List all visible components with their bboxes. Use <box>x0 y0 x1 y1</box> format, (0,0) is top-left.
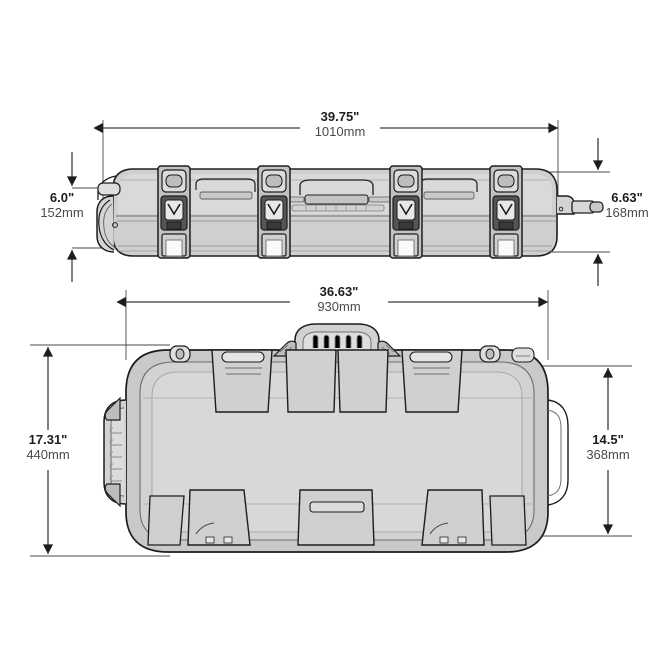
top-side-handle <box>103 396 127 508</box>
dim-top-height-left-mm: 440mm <box>26 447 69 462</box>
dim-side-height-right: 6.63" 168mm <box>592 138 649 286</box>
side-left-accessory <box>195 178 478 200</box>
side-latch-group <box>157 165 523 259</box>
dim-side-length-inches: 39.75" <box>321 109 360 124</box>
padlock-eyelet <box>511 347 535 363</box>
top-hinge <box>297 489 375 546</box>
padlock-eyelet <box>479 345 501 363</box>
dim-side-length-mm: 1010mm <box>315 124 366 139</box>
side-telescoping-handle <box>557 195 604 215</box>
side-wheel-assembly <box>96 175 121 253</box>
dim-side-length: 39.75" 1010mm <box>93 109 558 139</box>
top-latch-group <box>169 345 535 413</box>
top-hinge <box>489 495 527 546</box>
dim-top-height-right: 14.5" 368mm <box>586 368 630 534</box>
dim-side-height-right-inches: 6.63" <box>611 190 642 205</box>
top-hinge-group <box>147 489 527 546</box>
side-latch <box>489 165 523 259</box>
dim-top-width: 36.63" 930mm <box>116 284 548 314</box>
side-latch <box>389 165 423 259</box>
top-hinge <box>187 489 251 546</box>
dim-side-height-left-inches: 6.0" <box>50 190 74 205</box>
dim-top-height-left-inches: 17.31" <box>29 432 68 447</box>
nameplate <box>309 501 365 513</box>
dim-side-height-right-mm: 168mm <box>605 205 648 220</box>
dim-side-height-left: 6.0" 152mm <box>40 152 84 282</box>
dim-top-height-left: 17.31" 440mm <box>26 347 70 554</box>
side-latch <box>257 165 291 259</box>
side-elevation-view <box>72 120 610 259</box>
dim-top-width-inches: 36.63" <box>320 284 359 299</box>
side-latch <box>157 165 191 259</box>
top-plan-view <box>30 290 632 557</box>
top-latch <box>337 349 389 413</box>
padlock-eyelet <box>169 345 191 363</box>
dim-top-height-right-mm: 368mm <box>586 447 629 462</box>
top-hinge <box>421 489 485 546</box>
top-latch <box>285 349 337 413</box>
top-right-corner-detail <box>547 399 569 506</box>
dim-side-height-left-mm: 152mm <box>40 205 83 220</box>
side-case-body <box>112 168 558 257</box>
top-hinge <box>147 495 185 546</box>
top-latch <box>401 349 463 413</box>
top-latch <box>211 349 273 413</box>
dim-top-height-right-inches: 14.5" <box>592 432 623 447</box>
dim-top-width-mm: 930mm <box>317 299 360 314</box>
